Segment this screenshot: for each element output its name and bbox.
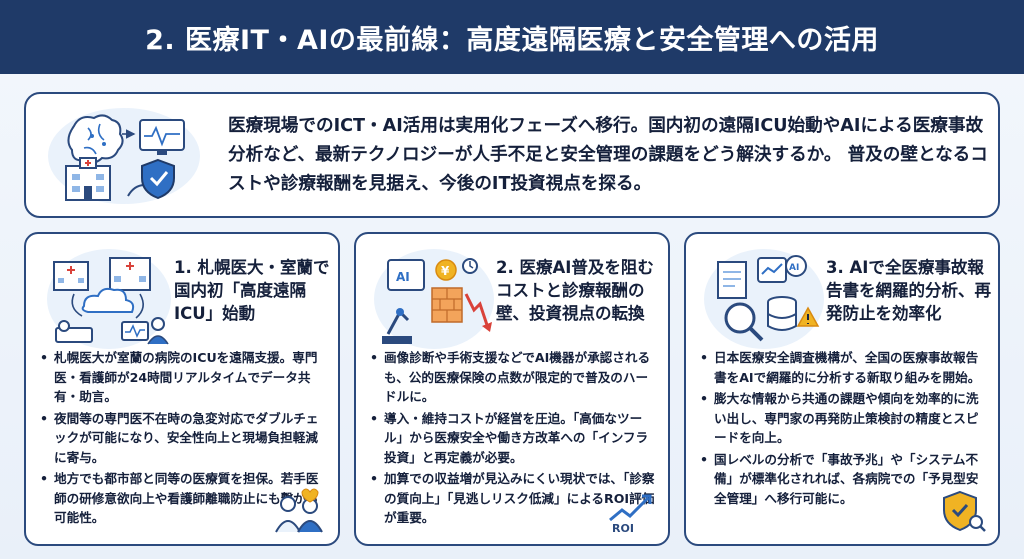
- brain-hospital-shield-icon: [48, 108, 200, 204]
- list-item: 夜間等の専門医不在時の急変対応でダブルチェックが可能になり、安全性向上と現場負担…: [40, 409, 330, 468]
- card-title: 1. 札幌医大・室蘭で国内初「高度遠隔ICU」始動: [174, 258, 330, 323]
- list-item: 国レベルの分析で「事故予兆」や「システム不備」が標準化されれば、各病院での「予見…: [700, 450, 990, 509]
- roi-label: ROI: [612, 522, 634, 534]
- list-item: 札幌医大が室蘭の病院のICUを遠隔支援。専門医・看護師が24時間リアルタイムでデ…: [40, 348, 330, 407]
- intro-text: 医療現場でのICT・AI活用は実用化フェーズへ移行。国内初の遠隔ICU始動やAI…: [228, 116, 988, 194]
- list-item: 導入・維持コストが経営を圧迫。「高価なツール」から医療安全や働き方改革への「イン…: [370, 409, 660, 468]
- list-item: 加算での収益増が見込みにくい現状では、「診察の質向上」「見逃しリスク低減」による…: [370, 469, 660, 528]
- ai-document-database-icon: AI: [704, 249, 824, 349]
- page-title: 2. 医療IT・AIの最前線：高度遠隔医療と安全管理への活用: [145, 24, 879, 56]
- ai-label: AI: [789, 263, 799, 273]
- svg-text:AI: AI: [396, 270, 410, 284]
- ai-chip-cost-chart-icon: AI ¥: [374, 249, 494, 349]
- hospital-cloud-doctor-icon: [47, 249, 171, 349]
- list-item: 日本医療安全調査機構が、全国の医療事故報告書をAIで網羅的に分析する新取り組みを…: [700, 348, 990, 387]
- svg-text:¥: ¥: [441, 264, 450, 278]
- list-item: 地方でも都市部と同等の医療質を担保。若手医師の研修意欲向上や看護師離職防止にも繋…: [40, 469, 330, 528]
- bullet-list: 画像診断や手術支援などでAI機器が承認されるも、公的医療保険の点数が限定的で普及…: [370, 348, 660, 530]
- card-ai-incident-analysis: AI 3. AIで全医療事故報告書を網羅的分析、再発防止を効率化 日本医療安全調…: [684, 232, 1000, 546]
- card-remote-icu: 1. 札幌医大・室蘭で国内初「高度遠隔ICU」始動 札幌医大が室蘭の病院のICU…: [24, 232, 340, 546]
- list-item: 画像診断や手術支援などでAI機器が承認されるも、公的医療保険の点数が限定的で普及…: [370, 348, 660, 407]
- list-item: 膨大な情報から共通の課題や傾向を効率的に洗い出し、専門家の再発防止策検討の精度と…: [700, 389, 990, 448]
- card-ai-cost: AI ¥ 2. 医療AI普及を阻むコストと診療報酬の壁、投資視点の転換 画像診断…: [354, 232, 670, 546]
- bullet-list: 札幌医大が室蘭の病院のICUを遠隔支援。専門医・看護師が24時間リアルタイムでデ…: [40, 348, 330, 530]
- bullet-list: 日本医療安全調査機構が、全国の医療事故報告書をAIで網羅的に分析する新取り組みを…: [700, 348, 990, 510]
- card-title: 3. AIで全医療事故報告書を網羅的分析、再発防止を効率化: [826, 258, 991, 323]
- header-bar: 2. 医療IT・AIの最前線：高度遠隔医療と安全管理への活用: [0, 0, 1024, 74]
- shield-check-icon: [943, 490, 986, 532]
- medical-staff-icon: [275, 488, 323, 533]
- card-title: 2. 医療AI普及を阻むコストと診療報酬の壁、投資視点の転換: [496, 258, 654, 323]
- intro-panel: 医療現場でのICT・AI活用は実用化フェーズへ移行。国内初の遠隔ICU始動やAI…: [24, 92, 1000, 218]
- roi-trend-icon: ROI: [609, 494, 652, 534]
